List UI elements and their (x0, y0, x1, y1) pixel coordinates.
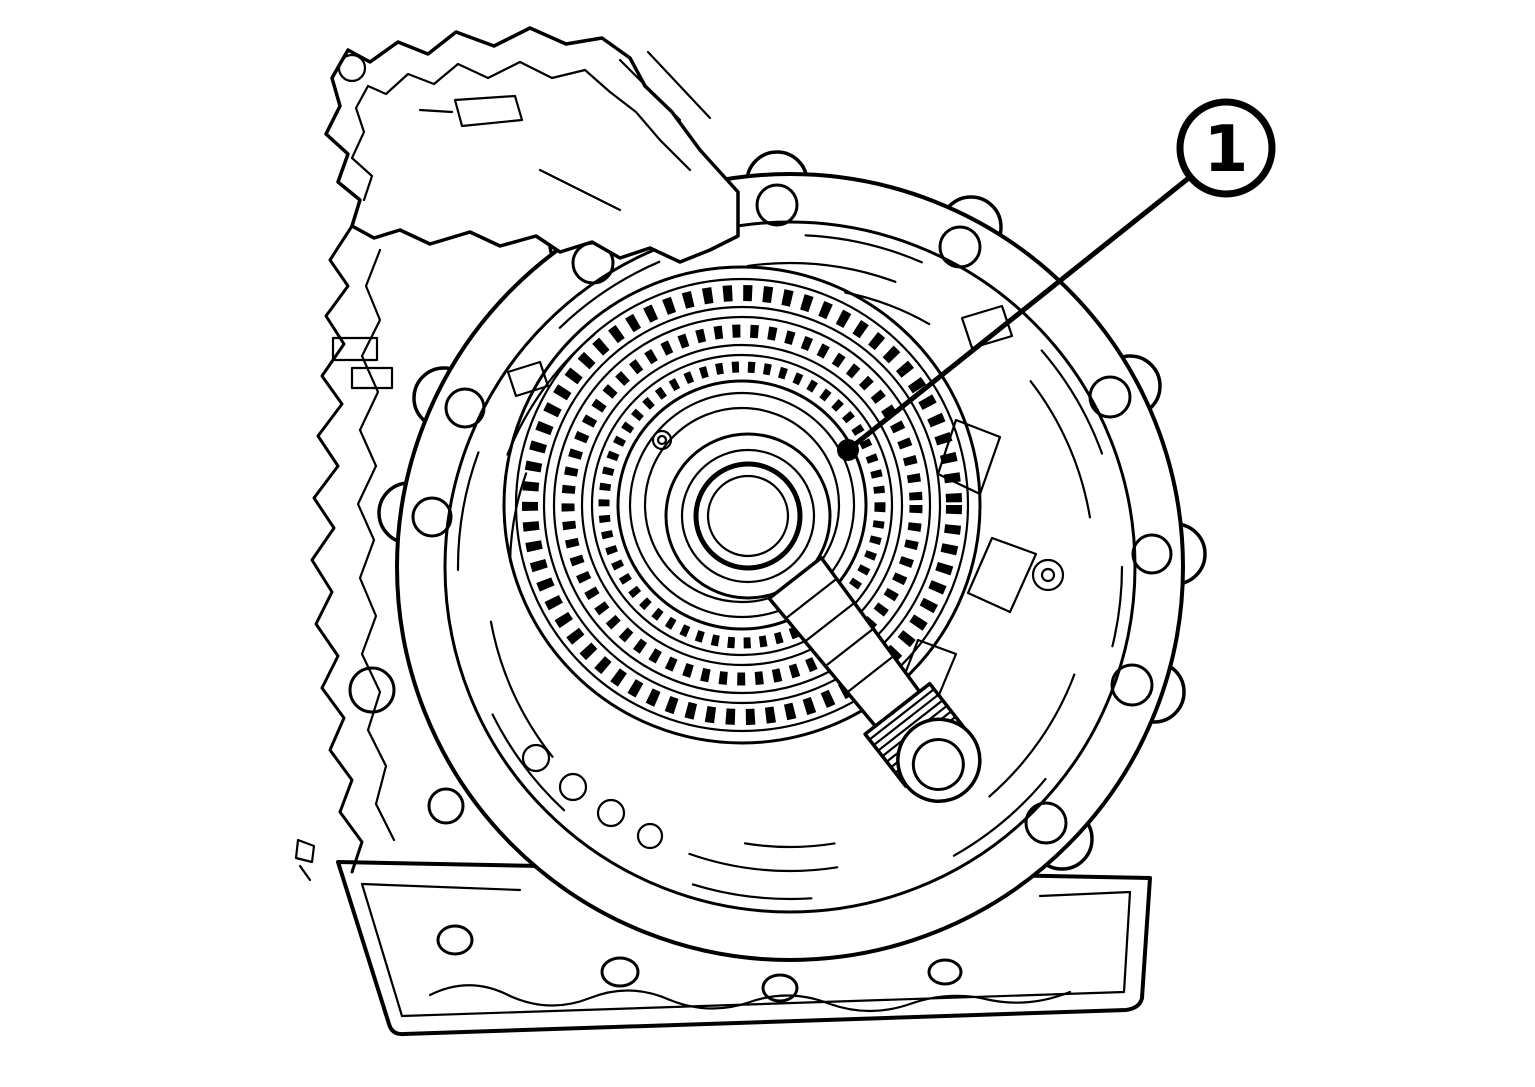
pump-casting-boss (453, 94, 524, 128)
interior-pocket (966, 536, 1038, 614)
base-flange-outline (336, 860, 1152, 1037)
callout-dot (837, 439, 859, 461)
drum-circle (514, 277, 970, 733)
drum-circle (552, 315, 932, 695)
hub-bolt (651, 429, 673, 451)
base-bolt-hole (761, 973, 799, 1003)
external-details (294, 666, 963, 1003)
bolt-hole (1110, 663, 1154, 707)
pump-casting-inner-line (350, 60, 692, 202)
base-bolt-hole (436, 924, 474, 956)
toothed-ring (522, 285, 962, 725)
pump-casting-lines (418, 50, 712, 212)
bolt-hole (1088, 375, 1132, 419)
interior-hole (596, 798, 626, 828)
flange-hole (348, 666, 396, 714)
drum-circle (628, 391, 856, 619)
hub-circle (680, 448, 816, 584)
drum-circle (542, 305, 942, 705)
base-flange-inner-line (360, 882, 1132, 1018)
left-casting (310, 224, 396, 874)
drum-outer-circle (502, 265, 982, 745)
bolt-hole (938, 225, 982, 269)
housing-arc-ring (508, 285, 1072, 849)
interior-hole (636, 822, 664, 850)
drum-circle (580, 343, 904, 667)
shaft-end-bore (911, 737, 965, 791)
drum-circle (590, 353, 894, 657)
pump-casting-outline (324, 26, 740, 264)
left-casting-edge (310, 224, 364, 874)
bolt-hole (755, 183, 799, 227)
callout: 1 (837, 98, 1276, 461)
shaft-steps (784, 577, 895, 694)
callout-leader-line (846, 175, 1192, 452)
hub-bearing-ring (693, 461, 803, 571)
pump-casting-hole (337, 53, 367, 83)
gear-assembly (502, 265, 982, 745)
interior-boss (960, 304, 1014, 350)
bolt-hole (1131, 533, 1173, 575)
hub-circle (664, 432, 832, 600)
flange-hole (427, 787, 465, 825)
pump-casting (324, 26, 740, 264)
interior-hole (1031, 558, 1065, 592)
callout-label: 1 (1204, 113, 1249, 187)
bolt-hole (1024, 801, 1068, 845)
left-casting-inner-edge (356, 248, 396, 842)
output-shaft (767, 556, 982, 804)
base-bolt-hole (600, 956, 640, 988)
interior-hole (521, 743, 551, 773)
bolt-hole (411, 496, 453, 538)
hub-bolt (656, 434, 668, 446)
drum-circle (643, 406, 841, 604)
callout-circle (1176, 98, 1276, 198)
casting-tab (294, 838, 316, 882)
bolt-holes (411, 183, 1173, 845)
hub-circle (706, 474, 790, 558)
housing-arc-ring (456, 233, 1124, 901)
toothed-ring (598, 361, 886, 649)
interior-hole (1040, 567, 1056, 583)
base-flange-rib-line (428, 984, 1072, 1013)
base-bolt-hole (927, 958, 963, 986)
drum-circle (616, 379, 868, 631)
interior-hole (558, 772, 588, 802)
interior-boss (506, 360, 550, 398)
left-casting-boss (350, 366, 394, 390)
toothed-ring (561, 324, 923, 686)
base-flange (336, 860, 1152, 1037)
bolt-hole (444, 387, 486, 429)
housing-arc-ring (484, 261, 1096, 873)
left-casting-boss (331, 336, 379, 362)
